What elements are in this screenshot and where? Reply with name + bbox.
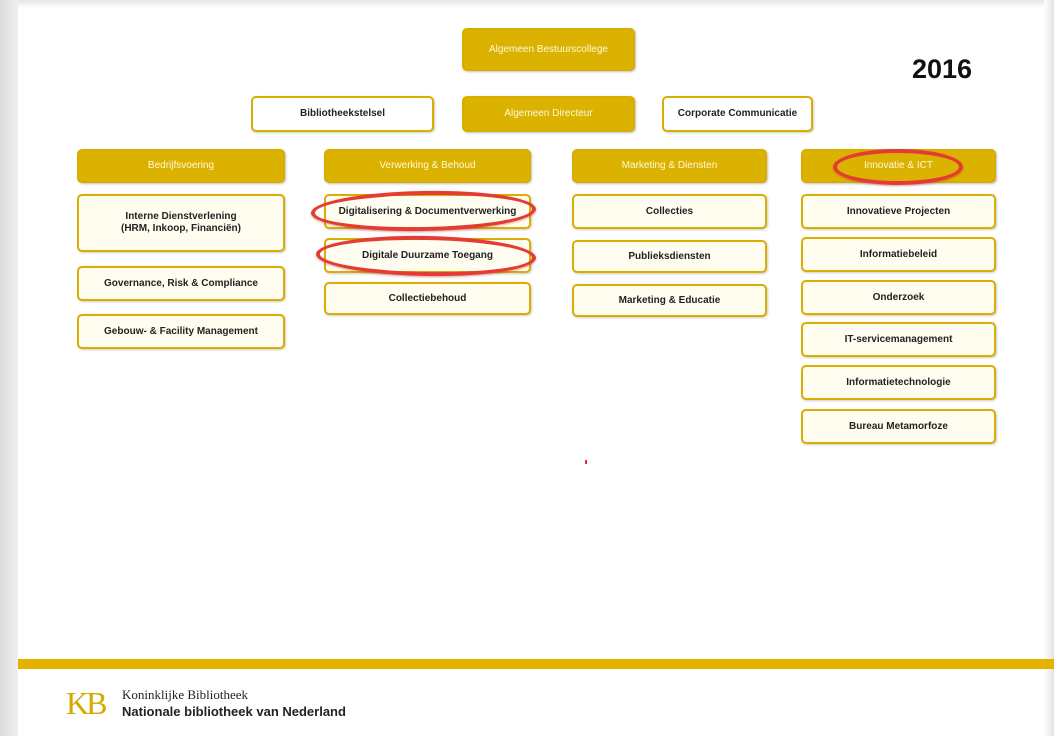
bibliotheekstelsel-box: Bibliotheekstelsel bbox=[251, 96, 434, 132]
board-box: Algemeen Bestuurscollege bbox=[462, 28, 635, 71]
communicatie-box: Corporate Communicatie bbox=[662, 96, 813, 132]
unit-informatiebeleid: Informatiebeleid bbox=[801, 237, 996, 272]
logo-line-1: Koninklijke Bibliotheek bbox=[122, 687, 249, 702]
unit-collecties: Collecties bbox=[572, 194, 767, 229]
dept-header-verwerking: Verwerking & Behoud bbox=[324, 149, 531, 183]
unit-gebouw-facility: Gebouw- & Facility Management bbox=[77, 314, 285, 349]
unit-bureau-metamorfoze: Bureau Metamorfoze bbox=[801, 409, 996, 444]
unit-digitale-toegang: Digitale Duurzame Toegang bbox=[324, 238, 531, 273]
frame-right-shadow bbox=[1044, 0, 1054, 736]
dept-header-bedrijfsvoering: Bedrijfsvoering bbox=[77, 149, 285, 183]
kb-logo-icon: KB bbox=[66, 685, 107, 721]
year-label: 2016 bbox=[912, 54, 973, 84]
unit-informatietechnologie: Informatietechnologie bbox=[801, 365, 996, 400]
frame-top-shadow bbox=[0, 0, 1054, 8]
unit-it-servicemanagement: IT-servicemanagement bbox=[801, 322, 996, 357]
stray-red-mark bbox=[585, 460, 587, 464]
director-box: Algemeen Directeur bbox=[462, 96, 635, 132]
unit-marketing-educatie: Marketing & Educatie bbox=[572, 284, 767, 317]
unit-onderzoek: Onderzoek bbox=[801, 280, 996, 315]
unit-collectiebehoud: Collectiebehoud bbox=[324, 282, 531, 315]
frame-left-shadow bbox=[0, 0, 18, 736]
unit-publieksdiensten: Publieksdiensten bbox=[572, 240, 767, 273]
unit-innovatieve-projecten: Innovatieve Projecten bbox=[801, 194, 996, 229]
footer-bar bbox=[18, 659, 1054, 669]
unit-digitalisering: Digitalisering & Documentverwerking bbox=[324, 194, 531, 229]
unit-interne-dienstverlening: Interne Dienstverlening (HRM, Inkoop, Fi… bbox=[77, 194, 285, 252]
unit-governance: Governance, Risk & Compliance bbox=[77, 266, 285, 301]
logo-line-2: Nationale bibliotheek van Nederland bbox=[122, 704, 346, 719]
dept-header-innovatie: Innovatie & ICT bbox=[801, 149, 996, 183]
dept-header-marketing: Marketing & Diensten bbox=[572, 149, 767, 183]
